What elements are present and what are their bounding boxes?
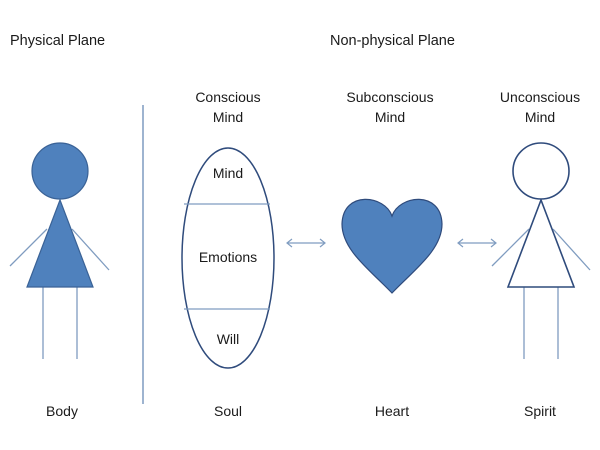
non-physical-plane-title: Non-physical Plane [330,33,455,49]
physical-plane-title: Physical Plane [10,33,106,49]
head [31,142,89,200]
oval-section-will: Will [216,331,240,347]
label-spirit: Spirit [524,403,556,419]
heading-line: Unconscious [499,89,581,105]
body-triangle [506,197,576,288]
double-arrow-icon [457,238,497,248]
double-arrow-icon [286,238,326,248]
heading-line: Subconscious [346,89,434,105]
heading-line: Conscious [195,89,261,105]
label-body: Body [46,403,78,419]
right-arm [71,228,110,271]
left-arm [491,228,530,267]
soul-oval [181,147,275,369]
conscious-mind-heading: Conscious Mind [188,89,268,126]
body-triangle [26,198,94,288]
outline-stick-figure-icon [491,142,591,359]
subconscious-mind-heading: Subconscious Mind [340,89,440,126]
heading-line: Mind [524,109,556,125]
heading-line: Mind [212,109,244,125]
oval-section-emotions: Emotions [198,249,258,265]
label-soul: Soul [213,403,243,419]
heading-line: Mind [374,109,406,125]
left-arm [9,228,48,267]
oval-section-mind: Mind [212,165,244,181]
right-arm [552,228,591,271]
heart-icon [341,198,443,294]
oval-outline [181,147,275,369]
unconscious-mind-heading: Unconscious Mind [490,89,590,126]
head [512,142,570,200]
label-heart: Heart [374,403,410,419]
filled-stick-figure-icon [9,142,110,359]
